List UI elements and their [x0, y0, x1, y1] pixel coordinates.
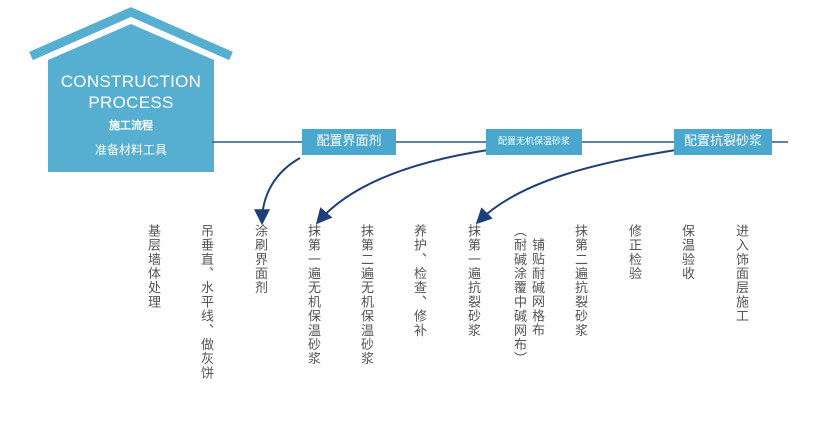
- house-title-line1: CONSTRUCTION: [60, 72, 202, 91]
- house-body: [48, 24, 214, 172]
- arrow-to-interface-agent: [254, 157, 301, 226]
- stage-label-anticrack-mortar: 配置抗裂砂浆: [674, 129, 772, 155]
- step-first-insulation-coat: 抹第一遍无机保温砂浆: [305, 224, 320, 366]
- arrow-to-anticrack-mortar: [475, 149, 677, 225]
- stage-label-interface-agent: 配置界面剂: [302, 129, 396, 155]
- stage-label-insulation-mortar: 配置无机保温砂浆: [486, 129, 582, 155]
- step-second-insulation-coat: 抹第二遍无机保温砂浆: [358, 224, 373, 366]
- step-first-anticrack-coat: 抹第一遍抗裂砂浆: [465, 224, 480, 338]
- step-mesh-note: （耐碱涂覆中碱网布）: [511, 224, 526, 366]
- house-roof: [29, 7, 233, 61]
- house-subtitle: 施工流程: [109, 119, 153, 132]
- step-finish-layer: 进入饰面层施工: [733, 224, 748, 324]
- step-apply-interface-agent: 涂刷界面剂: [252, 224, 267, 295]
- arrow-to-insulation-mortar: [315, 149, 489, 225]
- house-caption: 准备材料工具: [94, 143, 167, 157]
- house-title-line2: PROCESS: [88, 93, 174, 112]
- step-plumb-level-marks: 吊垂直、水平线、做灰饼: [198, 224, 213, 381]
- step-curing-inspection-repair: 养护、检查、修补: [411, 224, 426, 338]
- step-lay-alkali-mesh: 铺贴耐碱网格布: [529, 238, 544, 338]
- step-base-wall-treatment: 基层墙体处理: [145, 224, 160, 310]
- step-insulation-acceptance: 保温验收: [679, 224, 694, 281]
- step-correction-inspection: 修正检验: [626, 224, 641, 281]
- step-second-anticrack-coat: 抹第二遍抗裂砂浆: [572, 224, 587, 338]
